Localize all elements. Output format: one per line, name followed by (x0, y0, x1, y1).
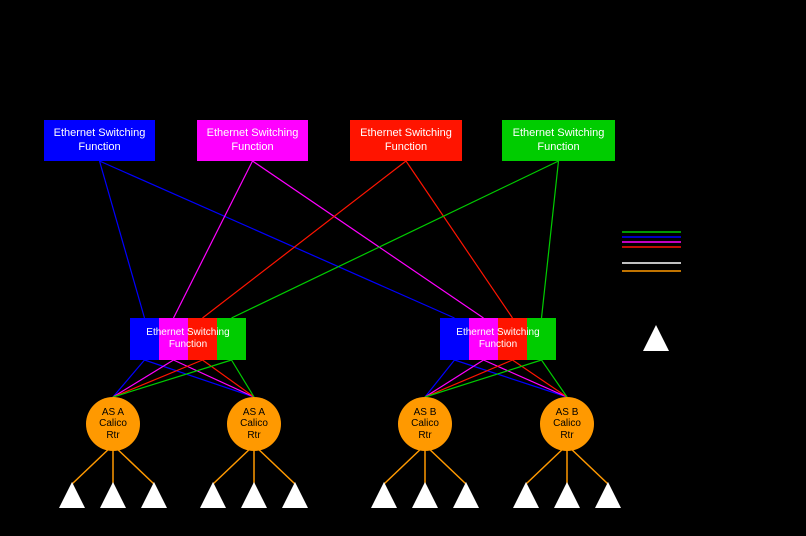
leaf-router-link-blue (424, 359, 455, 398)
spine-leaf-link-blue (99, 160, 455, 319)
ethernet-switching-function-magenta: Ethernet Switching Function (197, 120, 308, 161)
spine-leaf-link-green (231, 160, 559, 319)
ethernet-switching-function-red: Ethernet Switching Function (350, 120, 462, 161)
host-triangle (200, 482, 226, 508)
router-host-link (212, 444, 255, 485)
leaf-router-link-green (112, 359, 232, 398)
router-host-link (253, 444, 296, 485)
blue-segment (440, 318, 469, 360)
magenta-segment (159, 318, 188, 360)
leaf-router-link-green (541, 359, 568, 398)
host-triangle (595, 482, 621, 508)
router-host-link (424, 444, 467, 485)
red-segment (188, 318, 217, 360)
router-host-link (525, 444, 568, 485)
leaf-switching-function-left: Ethernet Switching Function (130, 318, 246, 360)
spine-leaf-link-magenta (252, 160, 484, 319)
host-triangle (412, 482, 438, 508)
host-triangle (282, 482, 308, 508)
leaf-router-link-red (424, 359, 513, 398)
spine-leaf-link-magenta (172, 160, 254, 319)
green-segment (217, 318, 246, 360)
leaf-router-link-red (112, 359, 203, 398)
spine-leaf-link-red (405, 160, 513, 319)
leaf-router-link-magenta (424, 359, 484, 398)
leaf-router-link-blue (112, 359, 145, 398)
leaf-switch-label: Ethernet Switching Function (456, 327, 540, 350)
green-segment (527, 318, 556, 360)
host-triangle (554, 482, 580, 508)
router-host-link (112, 444, 155, 485)
leaf-router-link-green (424, 359, 542, 398)
host-triangle (100, 482, 126, 508)
host-triangle (371, 482, 397, 508)
router-host-link (566, 444, 609, 485)
host-triangle (241, 482, 267, 508)
legend-host-triangle (643, 325, 669, 351)
calico-router-2: AS A Calico Rtr (227, 397, 281, 451)
calico-router-1: AS A Calico Rtr (86, 397, 140, 451)
ethernet-switching-function-green: Ethernet Switching Function (502, 120, 615, 161)
magenta-segment (469, 318, 498, 360)
router-host-link (71, 444, 114, 485)
blue-segment (130, 318, 159, 360)
calico-router-3: AS B Calico Rtr (398, 397, 452, 451)
red-segment (498, 318, 527, 360)
host-triangle (141, 482, 167, 508)
spine-leaf-link-green (540, 160, 560, 319)
calico-router-4: AS B Calico Rtr (540, 397, 594, 451)
host-triangle (513, 482, 539, 508)
spine-leaf-link-blue (98, 160, 146, 319)
host-triangle (59, 482, 85, 508)
ethernet-switching-function-blue: Ethernet Switching Function (44, 120, 155, 161)
host-triangle (453, 482, 479, 508)
leaf-switching-function-right: Ethernet Switching Function (440, 318, 556, 360)
router-host-link (383, 444, 426, 485)
leaf-router-link-green (230, 359, 255, 398)
leaf-switch-label: Ethernet Switching Function (146, 327, 230, 350)
leaf-router-link-magenta (112, 359, 174, 398)
spine-leaf-link-red (202, 160, 407, 319)
